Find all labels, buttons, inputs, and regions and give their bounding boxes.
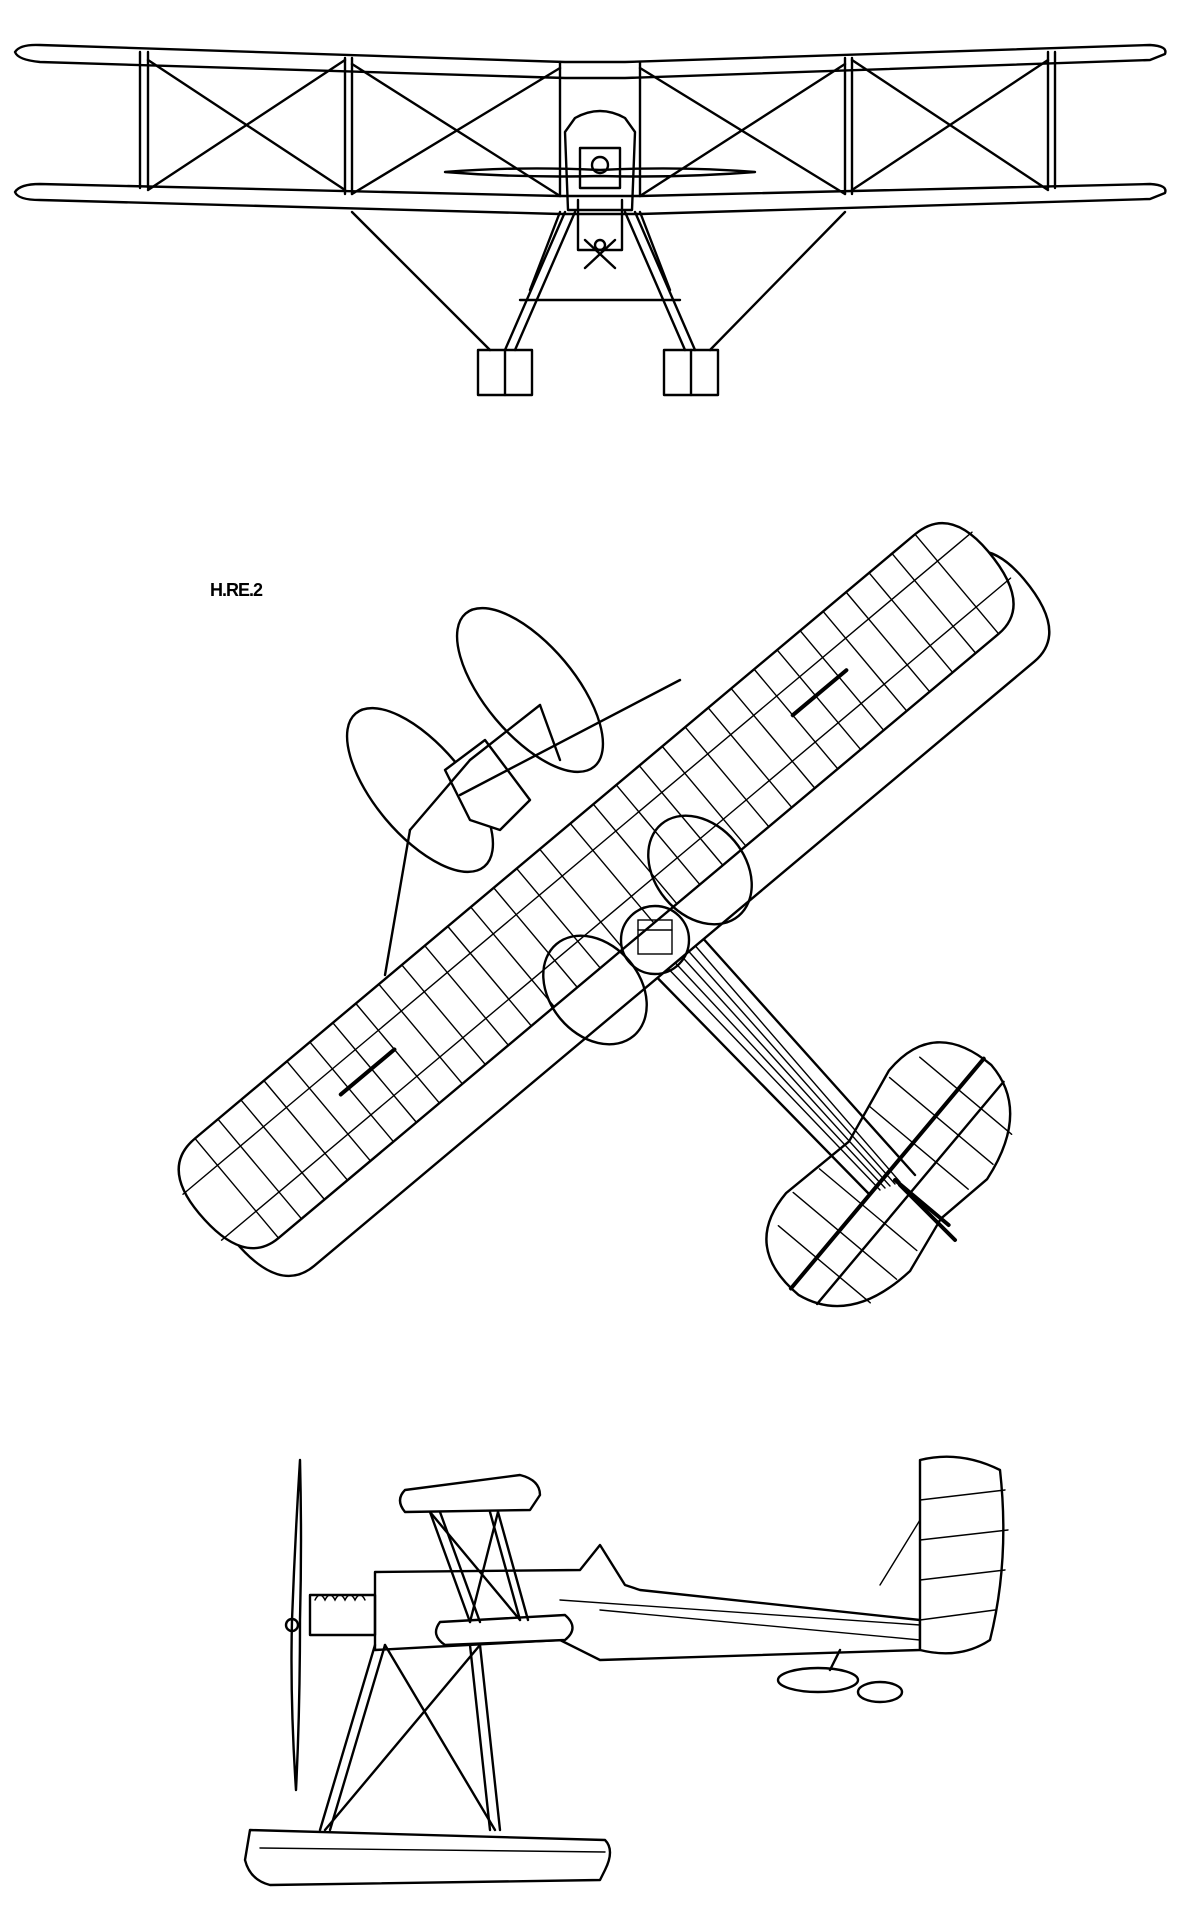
side-float-struts bbox=[318, 1643, 502, 1832]
plan-view bbox=[177, 521, 1051, 1308]
plan-fuselage bbox=[638, 933, 957, 1242]
side-engine bbox=[308, 1593, 377, 1637]
aircraft-designation: H.RE.2 bbox=[210, 580, 263, 600]
front-bracing-wires bbox=[146, 58, 1050, 198]
side-propeller bbox=[290, 1458, 303, 1792]
side-fin bbox=[918, 1455, 1005, 1655]
front-floats bbox=[476, 348, 720, 397]
front-float-struts bbox=[350, 210, 847, 352]
plan-cockpit bbox=[619, 904, 691, 976]
front-struts bbox=[138, 50, 1057, 198]
plan-upper-wing bbox=[177, 521, 1015, 1250]
side-main-float bbox=[243, 1828, 612, 1887]
side-upper-wing bbox=[398, 1473, 542, 1514]
side-lower-wing bbox=[434, 1613, 574, 1647]
plan-tailplane bbox=[765, 1041, 1013, 1308]
side-view bbox=[243, 1455, 1009, 1887]
front-propeller bbox=[443, 167, 757, 178]
front-upper-wing bbox=[13, 43, 1167, 80]
front-fuselage bbox=[563, 109, 637, 270]
plan-wing-ribs bbox=[182, 531, 1012, 1241]
plan-float-struts bbox=[383, 678, 682, 977]
front-lower-wing bbox=[13, 182, 1167, 216]
side-struts bbox=[428, 1510, 530, 1624]
side-tail-float bbox=[776, 1648, 904, 1704]
plan-nose bbox=[443, 738, 532, 832]
front-view bbox=[13, 43, 1167, 397]
